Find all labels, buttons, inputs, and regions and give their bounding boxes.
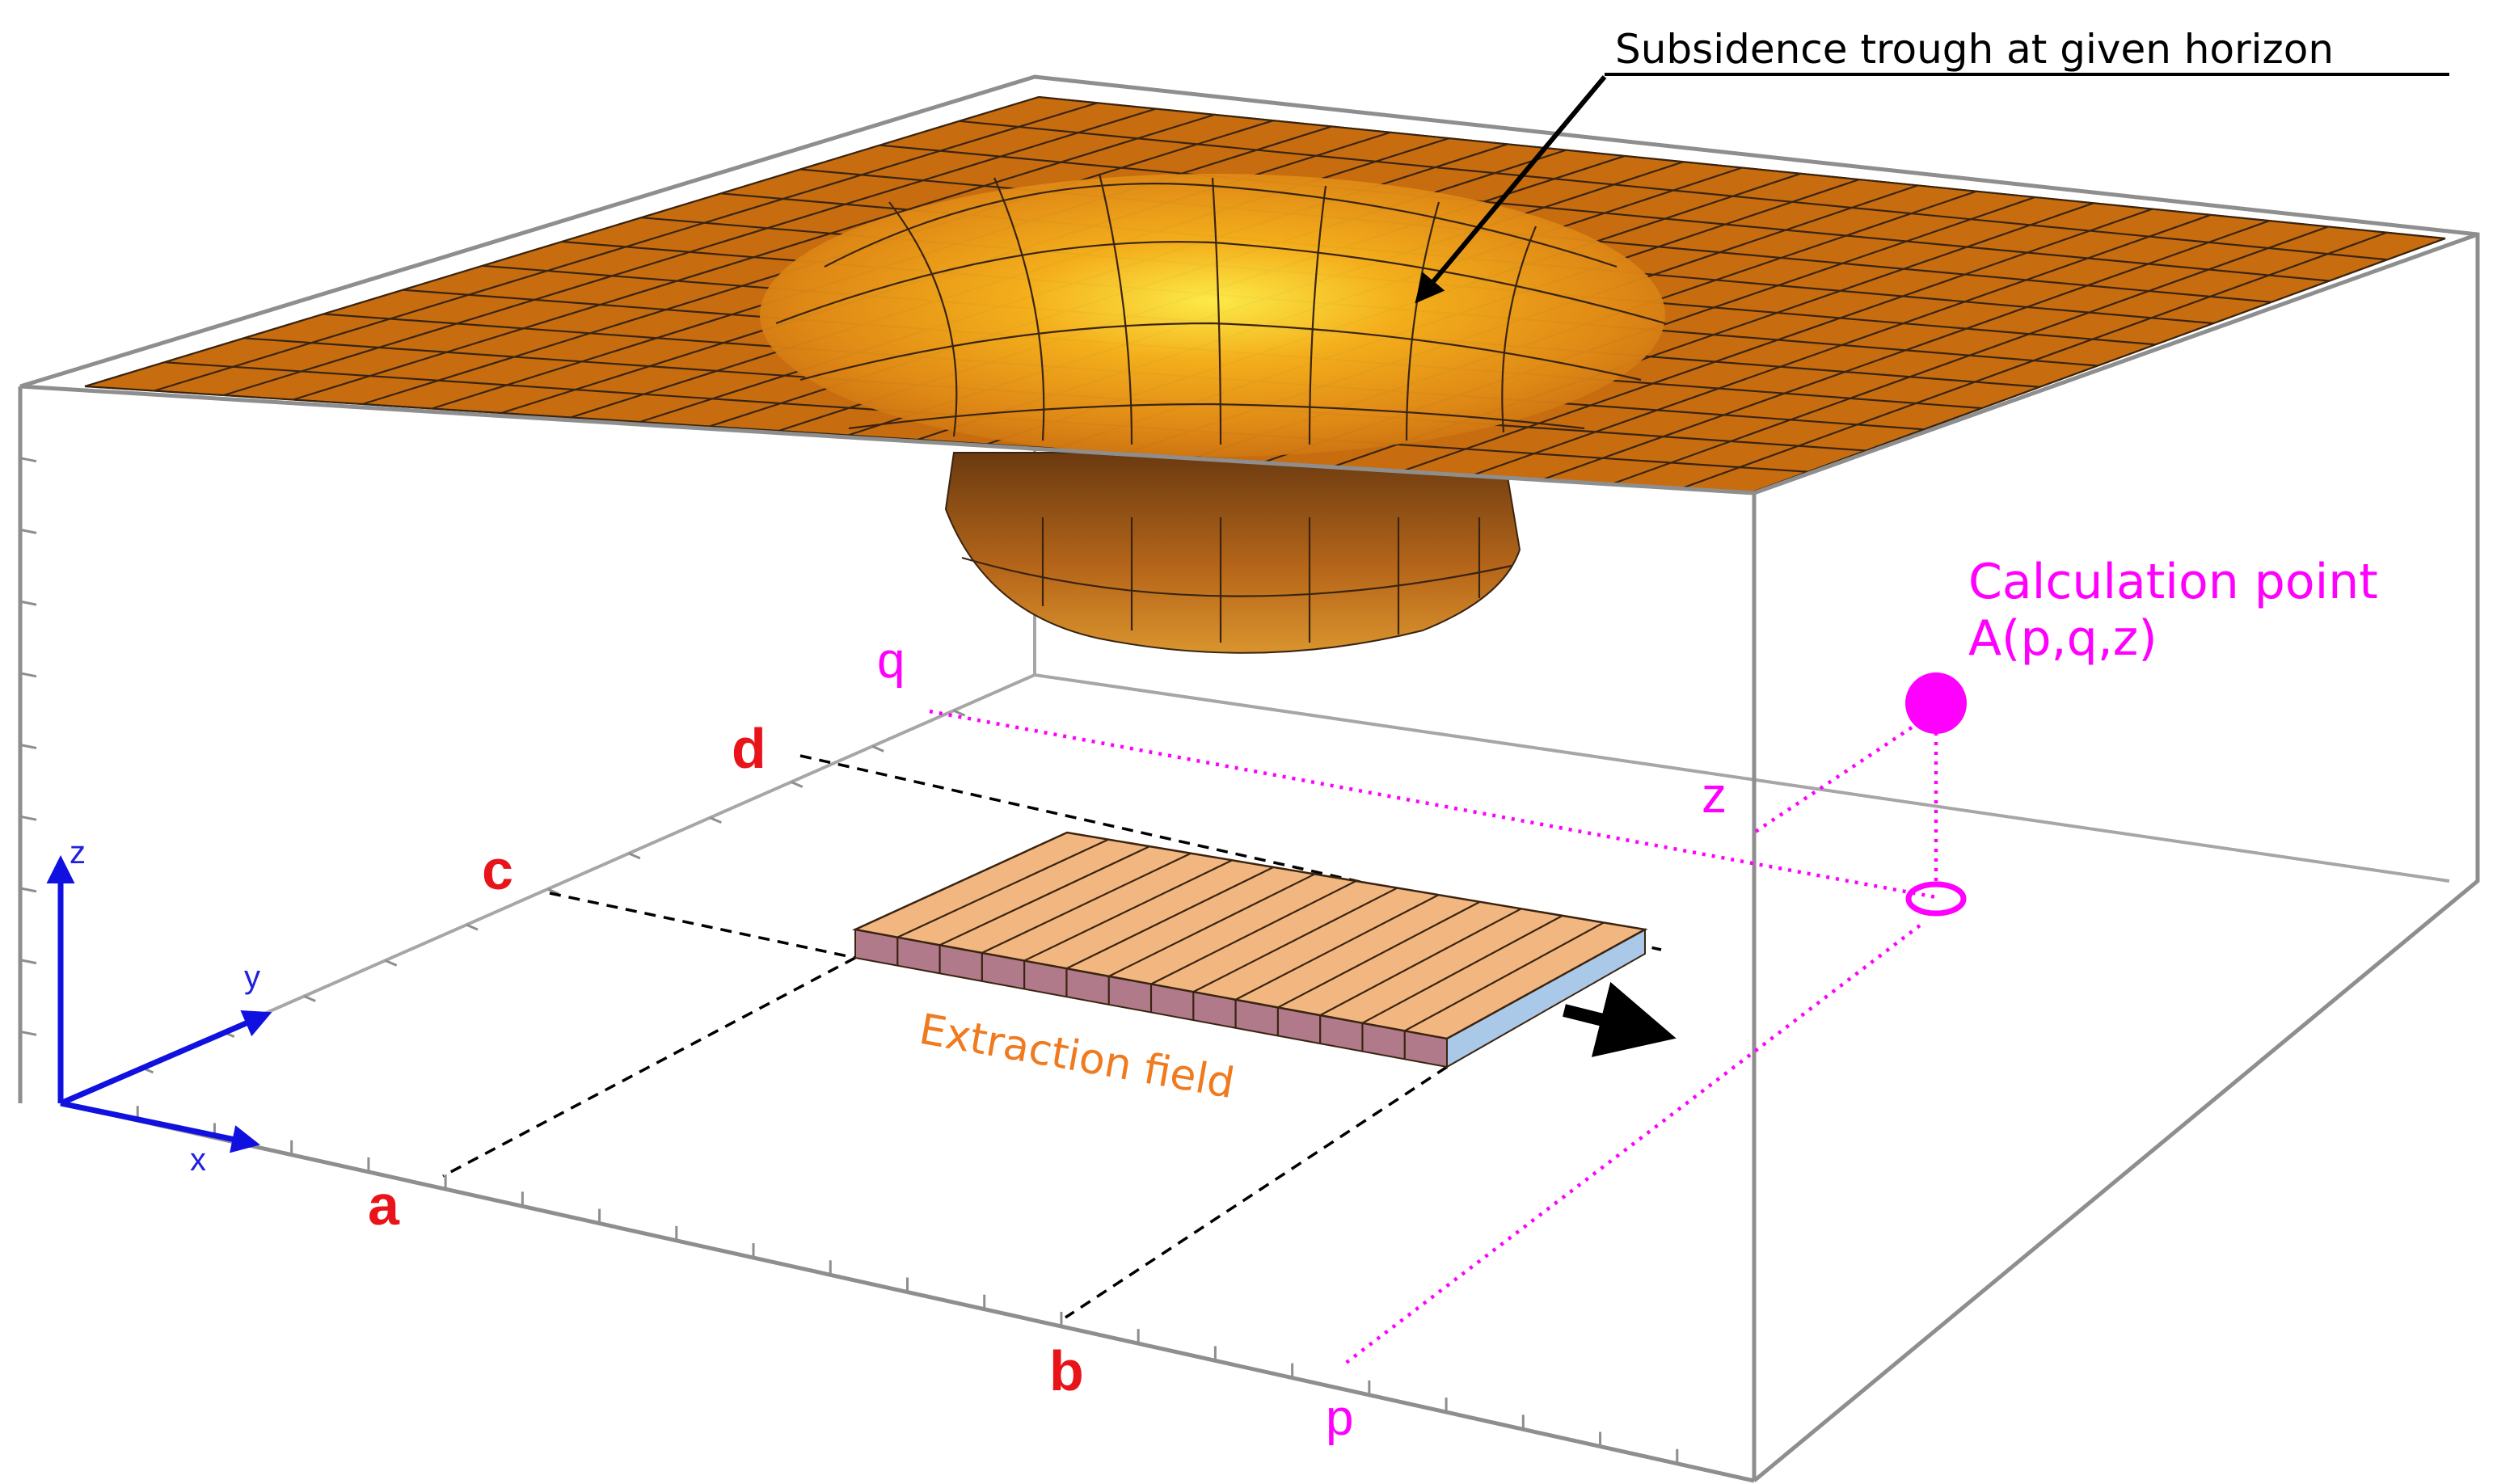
- surface-grid-line: [1038, 95, 2446, 240]
- corner-label-d: d: [732, 717, 766, 780]
- z-axis-tick: [19, 528, 37, 534]
- corner-label-b: b: [1049, 1339, 1084, 1402]
- z-axis-tick: [19, 672, 37, 678]
- z-axis-tick: [19, 815, 37, 821]
- field-stripe: [1404, 921, 1605, 1032]
- title-annotation: Subsidence trough at given horizon: [1615, 26, 2334, 73]
- calculation-point-coords: A(p,q,z): [1968, 610, 2157, 667]
- field-stripe: [1277, 900, 1481, 1009]
- y-axis-tick: [546, 887, 560, 896]
- coord-label-p: p: [1326, 1390, 1353, 1446]
- z-axis-tick: [19, 457, 37, 463]
- advance-arrow: [1563, 981, 1677, 1057]
- coord-label-q: q: [877, 633, 905, 689]
- trough-grid: [775, 173, 1666, 445]
- field-top-face: [851, 831, 1648, 1040]
- y-axis: [59, 1010, 272, 1107]
- y-axis-tick: [709, 816, 722, 824]
- axis-label-z: z: [70, 835, 86, 871]
- trough-depression: [760, 174, 1665, 457]
- field-stripe: [1319, 908, 1522, 1017]
- corner-label-a: a: [368, 1174, 400, 1237]
- corner-label-c: c: [482, 838, 513, 901]
- z-axis-tick: [19, 600, 37, 606]
- trough-pointer-arrow: [1415, 75, 1607, 304]
- z-axis-tick: [19, 744, 37, 749]
- bowl-grid: [961, 517, 1512, 643]
- y-axis-tick: [628, 852, 641, 860]
- calculation-point-projection: [1905, 881, 1967, 917]
- z-axis-tick: [19, 1030, 37, 1036]
- y-axis-tick: [791, 781, 804, 788]
- z-axis-tick: [19, 887, 37, 893]
- y-axis-tick: [871, 744, 884, 753]
- y-axis-tick: [466, 923, 479, 931]
- x-axis: [60, 1100, 260, 1153]
- z-axis-tick: [19, 959, 37, 965]
- axis-ticks: [19, 457, 1679, 1464]
- field-stripe: [939, 845, 1150, 946]
- field-stripe: [1192, 887, 1398, 993]
- coordinate-axes: [46, 855, 272, 1153]
- axis-label-y: y: [244, 959, 260, 995]
- calculation-point-label: Calculation point: [1968, 554, 2378, 610]
- field-stripe: [1361, 914, 1563, 1024]
- y-axis-tick: [952, 709, 966, 717]
- trough-bowl: [944, 452, 1521, 654]
- extraction-field-label: Extraction field: [916, 1005, 1238, 1109]
- field-stripes: [896, 838, 1605, 1060]
- field-stripe: [1065, 866, 1274, 970]
- field-stripe: [981, 852, 1192, 954]
- surface-grid-line: [879, 144, 2330, 282]
- axis-label-x: x: [190, 1142, 206, 1178]
- y-axis-tick: [385, 959, 398, 967]
- field-stripe: [896, 838, 1109, 938]
- surface-grid-line: [959, 120, 2388, 261]
- coord-label-z: z: [1702, 768, 1727, 824]
- calculation-point-marker: [1905, 672, 1967, 734]
- field-projection-lines: [442, 754, 1662, 1319]
- field-stripe: [1150, 880, 1356, 985]
- field-stripe: [1235, 894, 1440, 1001]
- extraction-field: [851, 831, 1648, 1069]
- y-axis-tick: [303, 995, 316, 1002]
- field-stripe: [1023, 859, 1233, 962]
- field-stripe: [1108, 873, 1315, 977]
